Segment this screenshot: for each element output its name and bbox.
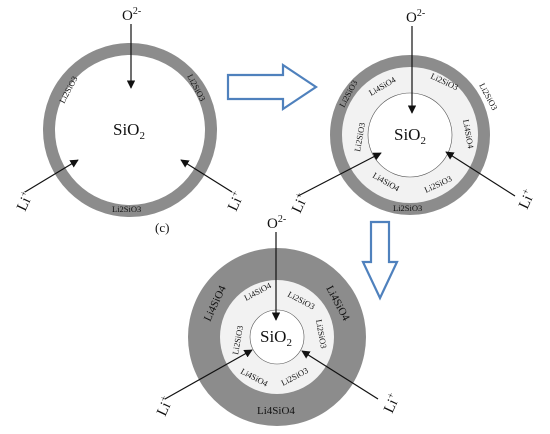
panel-c-oxygen-label: O2-: [267, 214, 286, 232]
panel-b-li-arrow-left: [297, 152, 382, 197]
down-transition-arrow: [361, 220, 399, 301]
panel-c: SiO2 O2- Li+ Li+ Li4SiO4 Li4SiO4 Li4SiO4…: [152, 214, 403, 426]
panel-a-li-arrow-right: [180, 159, 233, 193]
panel-b-oxygen-label: O2-: [406, 8, 425, 26]
panel-a-core: [55, 55, 205, 205]
panel-c-li-label-right: Li+: [379, 391, 403, 416]
panel-a-li-arrow-left: [24, 159, 79, 193]
panel-c-outer-label-bottom: Li4SiO4: [257, 405, 295, 417]
panel-a-li-label-left: Li+: [12, 189, 36, 214]
panel-a: SiO2 O2- Li+ Li+ Li2SiO3 Li2SiO3 Li2SiO3…: [12, 6, 247, 235]
panel-a-caption: (c): [155, 220, 169, 235]
panel-a-core-label: SiO2: [113, 120, 145, 142]
right-transition-arrow: [226, 62, 318, 112]
panel-c-li-arrow-left: [164, 349, 253, 400]
panel-b-core-label: SiO2: [394, 125, 426, 147]
panel-a-oxygen-label: O2-: [122, 6, 141, 24]
panel-a-shell-label-bottom: Li2SiO3: [112, 204, 141, 214]
panel-b-li-arrow-right: [445, 151, 516, 197]
panel-b-core: [367, 92, 453, 178]
panel-c-li-arrow-right: [301, 350, 379, 400]
panel-b-li-label-left: Li+: [287, 191, 311, 216]
panel-c-li-label-left: Li+: [152, 394, 176, 419]
panel-c-core-label: SiO2: [260, 327, 292, 349]
panel-b: SiO2 O2- Li+ Li+ Li2SiO3 Li2SiO3 Li2SiO3…: [287, 8, 538, 216]
panel-c-core: [249, 309, 305, 365]
panel-a-li-label-right: Li+: [223, 189, 247, 214]
panel-b-outer-label-bottom: Li2SiO3: [393, 203, 422, 213]
panel-b-li-label-right: Li+: [514, 187, 538, 212]
